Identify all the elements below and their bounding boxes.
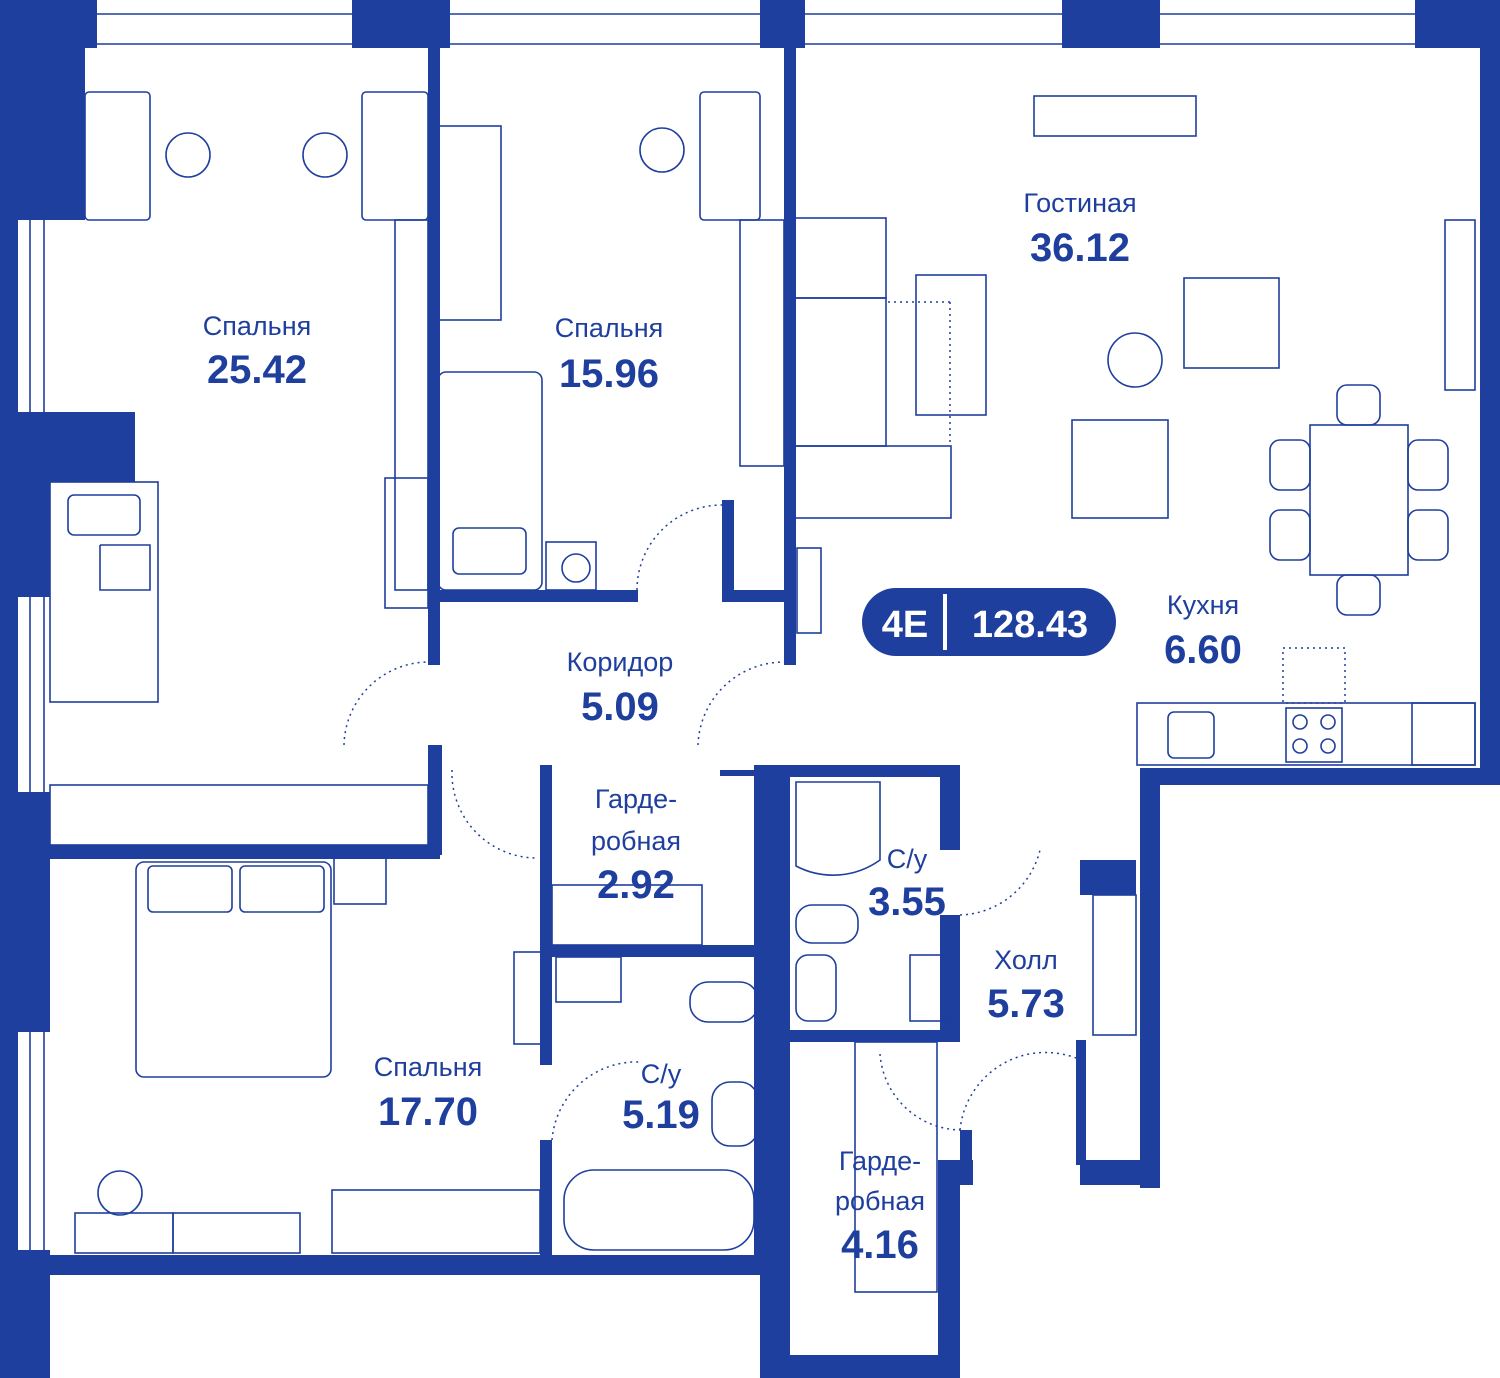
room-area-wardrobe1: 2.92 (597, 863, 675, 907)
room-area-hall: 5.73 (987, 982, 1065, 1026)
room-name-bedroom3: Спальня (374, 1052, 483, 1082)
room-name-bedroom1: Спальня (203, 311, 312, 341)
room-name-corridor: Коридор (567, 647, 674, 677)
door-swings (343, 301, 1346, 1141)
room-area-bedroom1: 25.42 (207, 348, 307, 392)
badge-pill (862, 588, 1116, 656)
room-area-bath2: 5.19 (622, 1093, 700, 1137)
room-name-bedroom2: Спальня (555, 313, 664, 343)
windows (29, 13, 1476, 1250)
room-area-kitchen: 6.60 (1164, 628, 1242, 672)
room-area-bath1: 3.55 (868, 880, 946, 924)
room-name-wardrobe1-line1: Гарде- (595, 784, 677, 814)
room-area-living: 36.12 (1030, 226, 1130, 270)
room-name-bath1: С/у (887, 844, 928, 874)
room-area-bedroom2: 15.96 (559, 352, 659, 396)
apartment-type: 4E (882, 604, 928, 646)
apartment-badge: 4E 128.43 (862, 588, 1116, 656)
room-area-bedroom3: 17.70 (378, 1090, 478, 1134)
room-name-wardrobe1-line2: робная (591, 826, 681, 856)
room-name-hall: Холл (994, 945, 1058, 975)
room-name-bath2: С/у (641, 1059, 682, 1089)
apartment-total-area: 128.43 (972, 604, 1088, 646)
room-area-wardrobe2: 4.16 (841, 1223, 919, 1267)
room-name-kitchen: Кухня (1167, 590, 1239, 620)
room-name-wardrobe2-line2: робная (835, 1186, 925, 1216)
room-name-wardrobe2-line1: Гарде- (839, 1146, 921, 1176)
room-name-living: Гостиная (1023, 188, 1136, 218)
room-area-corridor: 5.09 (581, 685, 659, 729)
